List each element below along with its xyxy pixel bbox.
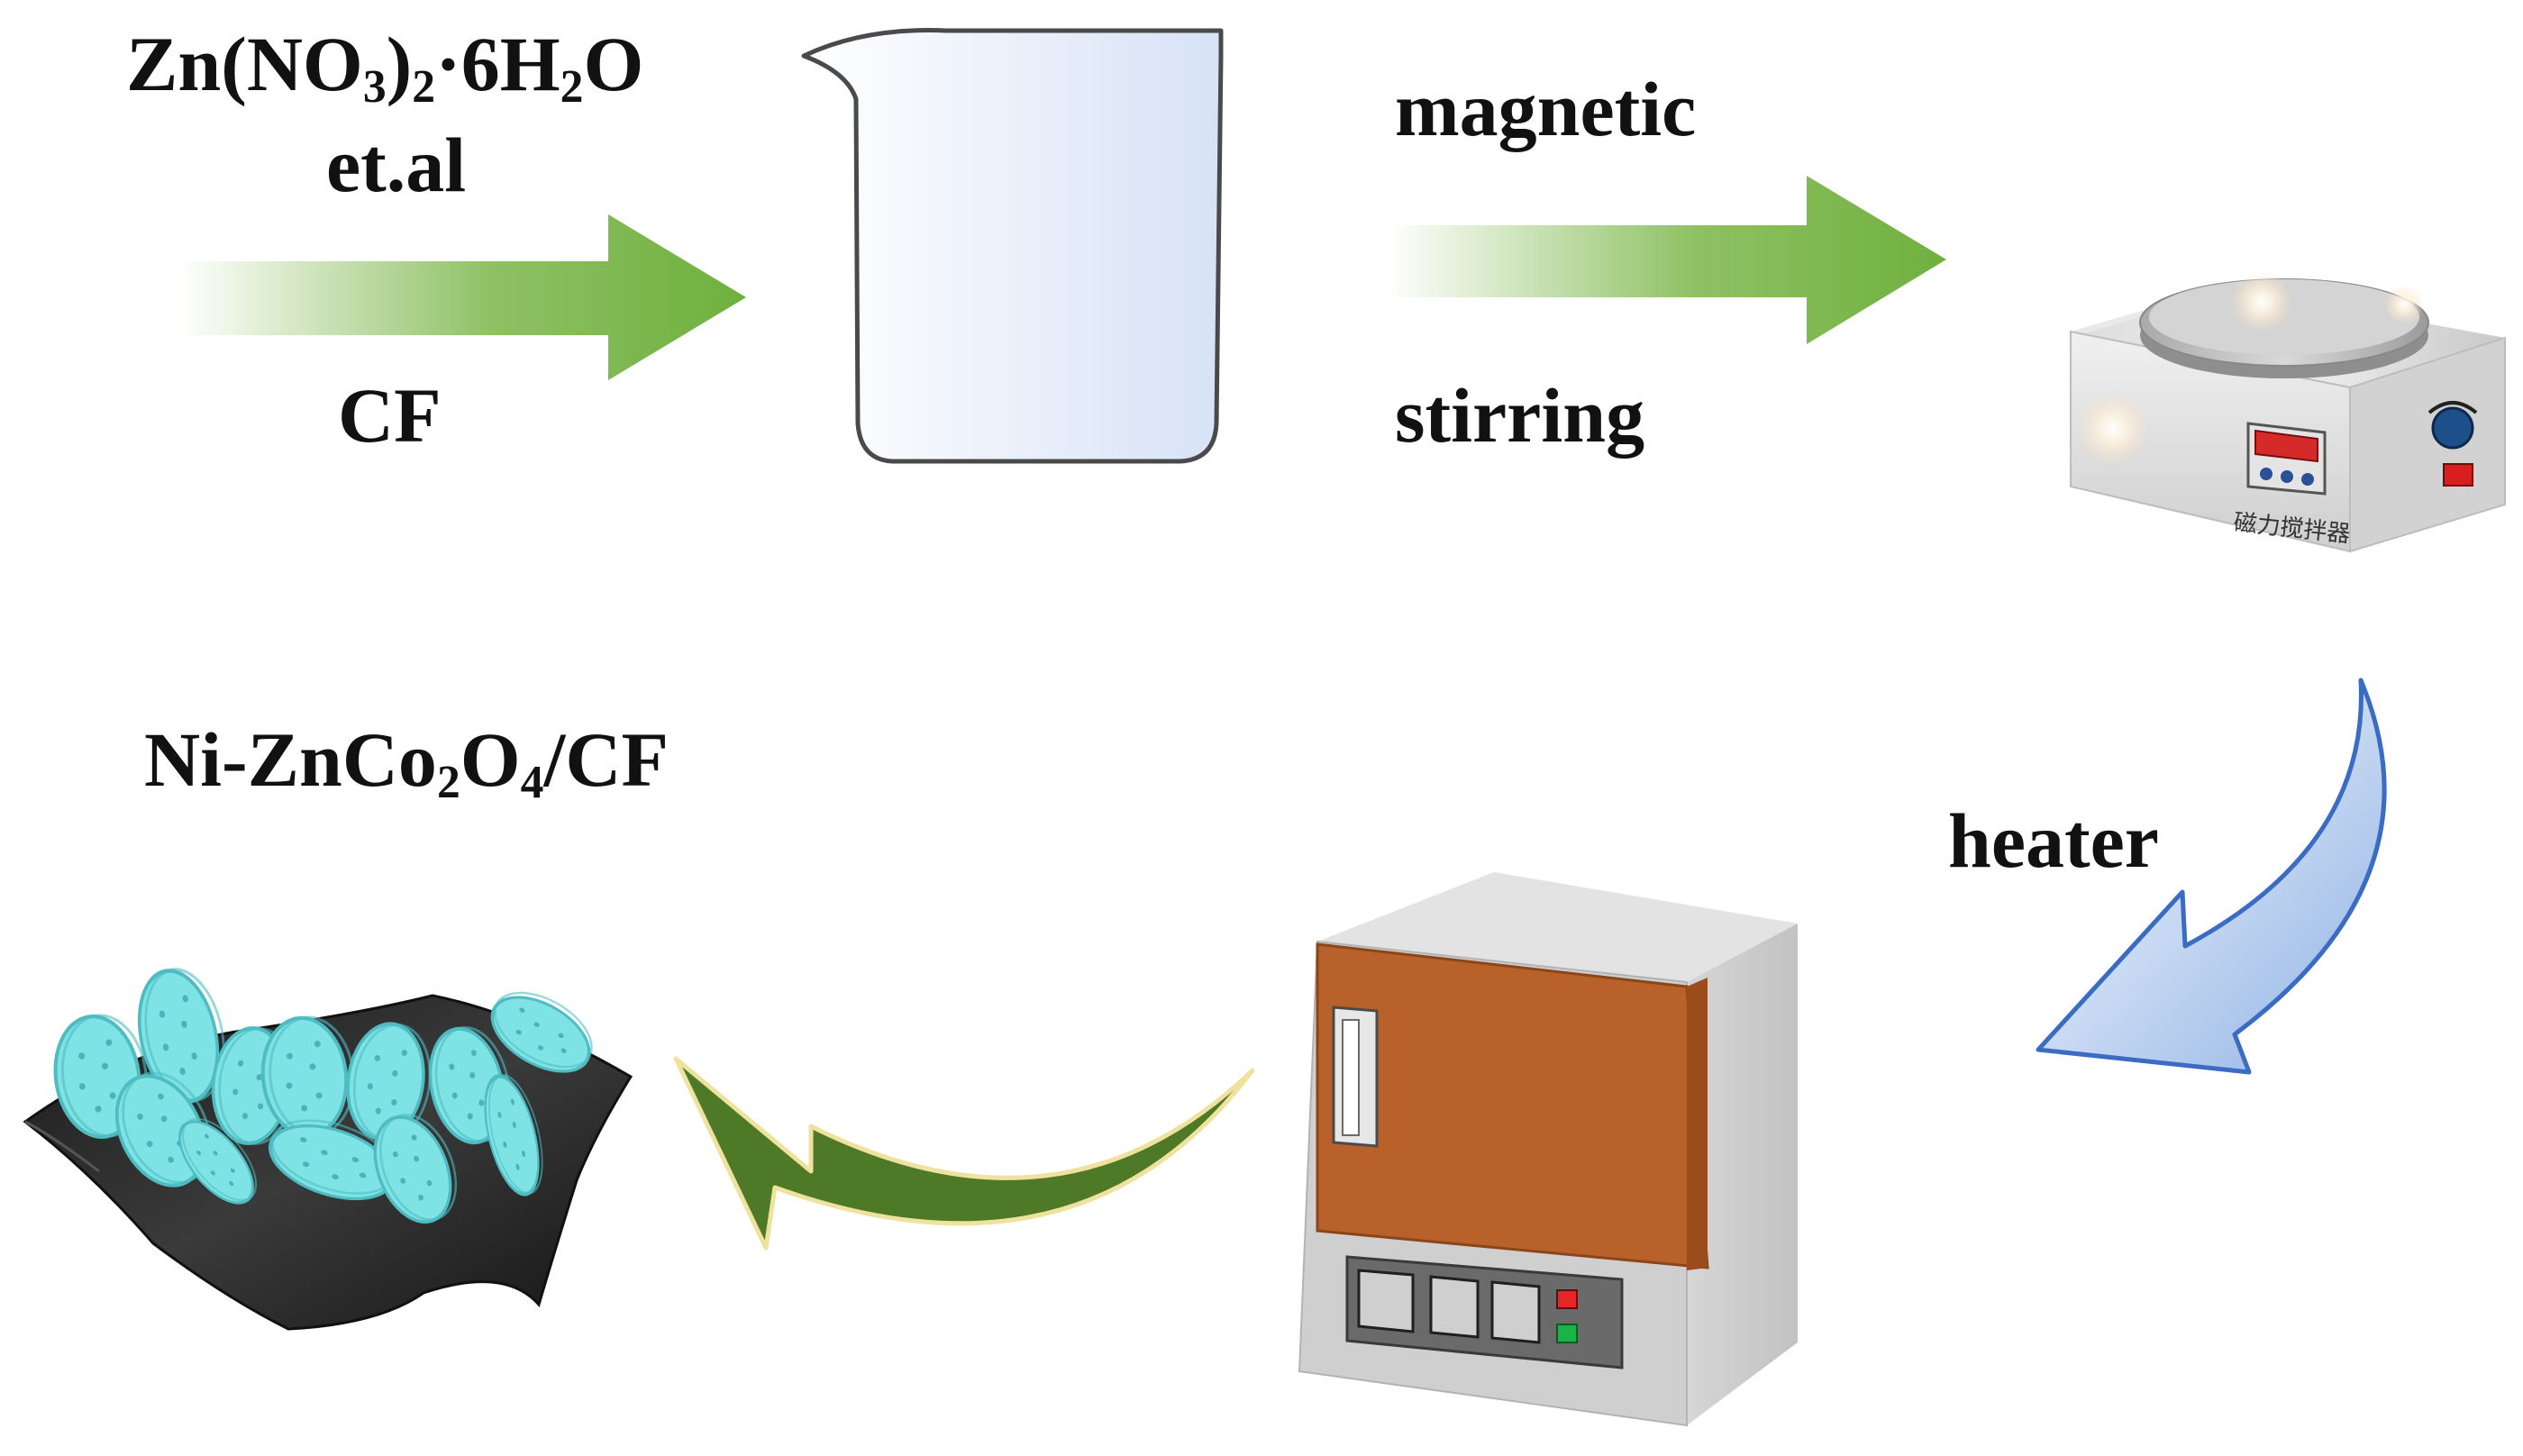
magnetic-stirrer-icon: 磁力搅拌器 bbox=[2070, 271, 2506, 553]
furnace-icon bbox=[1298, 872, 1798, 1427]
arrow-reagents-to-beaker bbox=[180, 214, 746, 380]
stirrer-display bbox=[2246, 422, 2327, 496]
beaker-icon bbox=[801, 28, 1224, 464]
cf-label: CF bbox=[338, 372, 442, 459]
heater-label: heater bbox=[1948, 797, 2159, 884]
product-illustration bbox=[23, 962, 633, 1331]
reagent-etal-label: et.al bbox=[326, 122, 467, 208]
product-formula-label: Ni-ZnCo2O4/CF bbox=[144, 716, 669, 808]
magnetic-label: magnetic bbox=[1395, 66, 1697, 152]
arrow-beaker-to-stirrer bbox=[1388, 176, 1946, 344]
reagent-formula-label: Zn(NO3)2·6H2O bbox=[126, 21, 644, 113]
stirrer-power-switch bbox=[2443, 463, 2473, 487]
arrow-furnace-to-product bbox=[673, 1056, 1255, 1251]
stirrer-knob-icon bbox=[2427, 401, 2478, 450]
arrow-stirrer-to-heater bbox=[2036, 678, 2387, 1075]
furnace-door-handle-icon bbox=[1332, 1006, 1379, 1148]
furnace-control-panel bbox=[1345, 1255, 1624, 1370]
stirring-label: stirring bbox=[1395, 372, 1645, 459]
